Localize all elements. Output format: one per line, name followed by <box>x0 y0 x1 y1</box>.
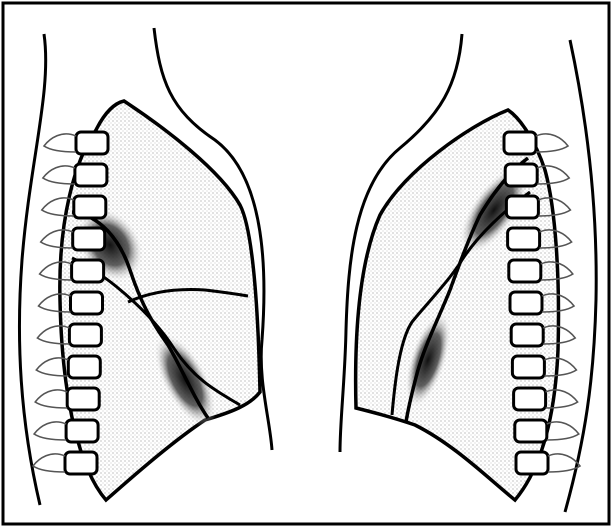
vertebra-body <box>510 292 542 314</box>
vertebra-body <box>515 420 547 442</box>
vertebra-body <box>72 260 104 282</box>
vertebra-body <box>76 132 108 154</box>
vertebra-body <box>71 292 103 314</box>
vertebra-body <box>504 132 536 154</box>
vertebra-body <box>508 228 540 250</box>
vertebra-process <box>44 134 76 152</box>
vertebra-process <box>547 422 579 440</box>
vertebra-body <box>505 164 537 186</box>
vertebra-body <box>509 260 541 282</box>
vertebra-body <box>506 196 538 218</box>
left-lung-view <box>340 34 596 512</box>
vertebra-body <box>69 324 101 346</box>
vertebra-body <box>75 164 107 186</box>
vertebra-body <box>67 388 99 410</box>
vertebra-body <box>511 324 543 346</box>
vertebra-process <box>536 134 568 152</box>
spine-vertebral-column <box>504 132 580 474</box>
vertebra-body <box>512 356 544 378</box>
right-lung-view <box>19 28 272 505</box>
vertebra-body <box>74 196 106 218</box>
body-outline-back <box>19 34 45 505</box>
vertebra-body <box>68 356 100 378</box>
vertebra-process <box>34 422 66 440</box>
vertebra-body <box>65 452 97 474</box>
vertebra-body <box>514 388 546 410</box>
vertebra-process <box>43 166 75 184</box>
spine-vertebral-column <box>33 132 108 474</box>
vertebra-body <box>66 420 98 442</box>
vertebra-process <box>33 454 65 472</box>
vertebra-body <box>73 228 105 250</box>
vertebra-body <box>516 452 548 474</box>
vertebra-process <box>35 390 67 408</box>
